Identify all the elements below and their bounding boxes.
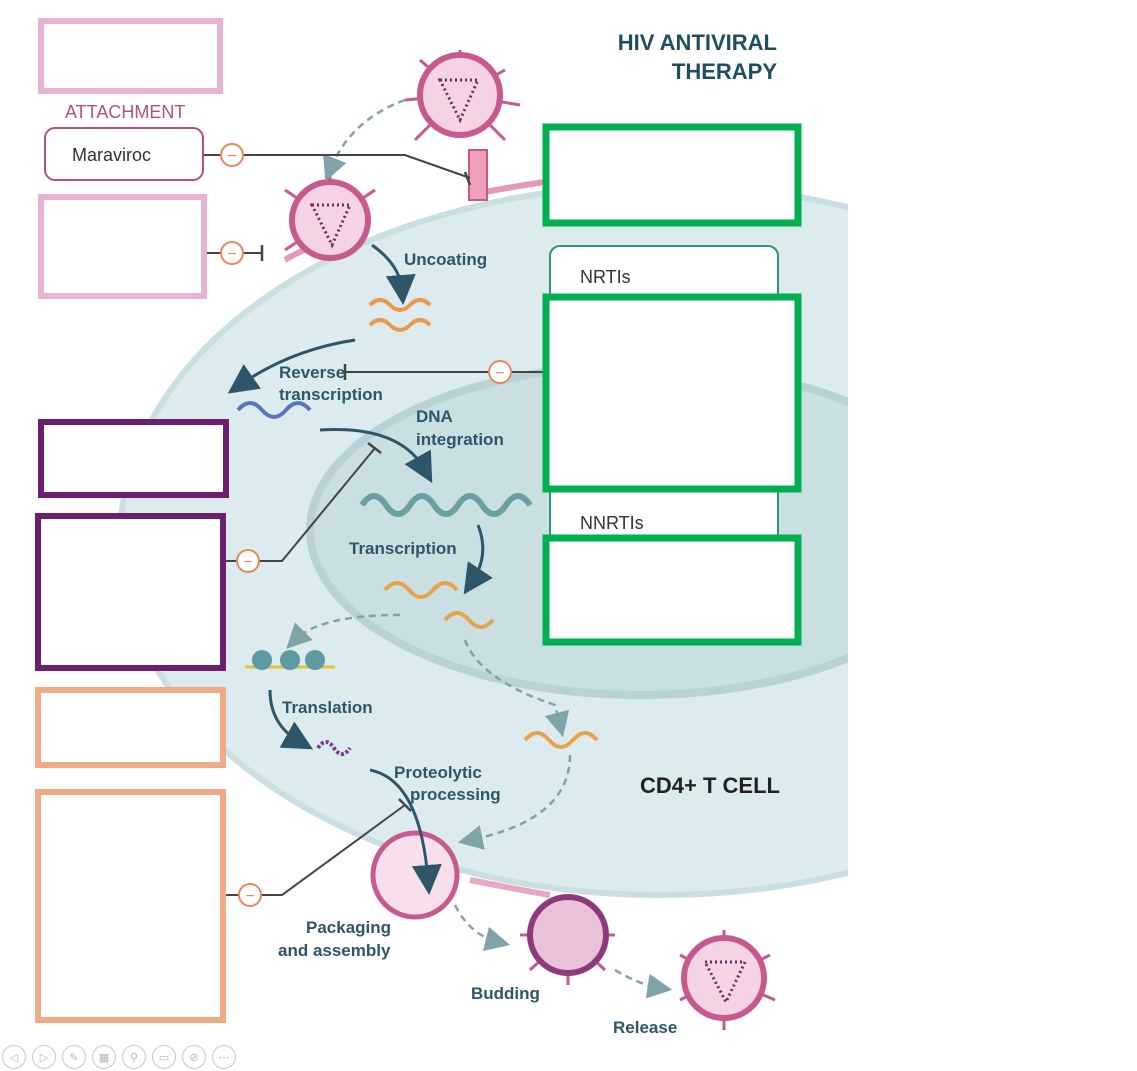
stage-transcription: Transcription [349,539,457,558]
cell-label: CD4+ T CELL [640,773,780,798]
nrtis-label: NRTIs [580,267,631,287]
blank-box-purple-2[interactable] [35,513,226,671]
virus-released-icon [679,930,776,1030]
virus-packaging-icon [370,830,460,920]
inhibit-icon-fusion: − [220,241,244,265]
inhibit-icon-rt: − [488,360,512,384]
mrna-icon [383,581,495,629]
stage-translation: Translation [282,698,373,717]
viral-dna-icon [236,401,312,419]
inhibit-icon-maraviroc: − [220,143,244,167]
polyprotein-icon [316,740,352,756]
next-icon[interactable]: ▷ [32,1045,56,1069]
more-icon[interactable]: ⋯ [212,1045,236,1069]
diagram-title-line2: THERAPY [672,59,777,84]
virus-budding-icon [520,894,615,985]
svg-text:−: − [243,554,252,571]
virus-attached-icon [284,175,376,261]
prev-icon[interactable]: ◁ [2,1045,26,1069]
slideshow-toolbar: ◁ ▷ ✎ ▦ ⚲ ▭ ⊘ ⋯ [0,1043,236,1071]
maraviroc-label: Maraviroc [72,145,151,165]
svg-text:−: − [227,148,236,165]
pen-icon[interactable]: ✎ [62,1045,86,1069]
ribosome-icon [245,650,335,670]
subtitles-icon[interactable]: ▭ [152,1045,176,1069]
stage-uncoating: Uncoating [404,250,487,269]
stage-packaging-1: Packaging [306,918,391,937]
blank-box-orange-2[interactable] [35,789,226,1023]
stage-reverse-transcription-1: Reverse [279,363,345,382]
blank-box-green-1[interactable] [542,123,802,227]
svg-text:−: − [227,246,236,263]
mrna-cytoplasm-icon [523,731,599,749]
cd4-receptor [468,149,488,201]
inhibit-icon-protease: − [238,883,262,907]
slides-icon[interactable]: ▦ [92,1045,116,1069]
zoom-icon[interactable]: ⚲ [122,1045,146,1069]
blank-box-green-2[interactable] [542,293,802,493]
stage-budding: Budding [471,984,540,1003]
stage-release: Release [613,1018,677,1037]
integrated-dna-icon [359,493,533,517]
blank-box-orange-1[interactable] [35,687,226,768]
blank-box-purple-1[interactable] [38,419,229,498]
maraviroc-box [44,127,204,181]
virus-free-icon [404,50,521,142]
svg-text:−: − [495,365,504,382]
stage-proteolytic-2: processing [410,785,501,804]
viral-rna-icon [368,298,432,332]
stage-attachment: ATTACHMENT [65,102,185,122]
blank-box-pink-2[interactable] [38,194,207,299]
stage-dna-integration-1: DNA [416,407,453,426]
diagram-title-line1: HIV ANTIVIRAL [618,30,777,55]
stage-packaging-2: and assembly [278,941,391,960]
blank-box-pink-1[interactable] [38,18,223,94]
stage-dna-integration-2: integration [416,430,504,449]
stage-proteolytic-1: Proteolytic [394,763,482,782]
stage-reverse-transcription-2: transcription [279,385,383,404]
svg-text:−: − [245,888,254,905]
camera-off-icon[interactable]: ⊘ [182,1045,206,1069]
inhibit-icon-integrase: − [236,549,260,573]
blank-box-green-3[interactable] [542,534,802,646]
nnrtis-label: NNRTIs [580,513,644,533]
